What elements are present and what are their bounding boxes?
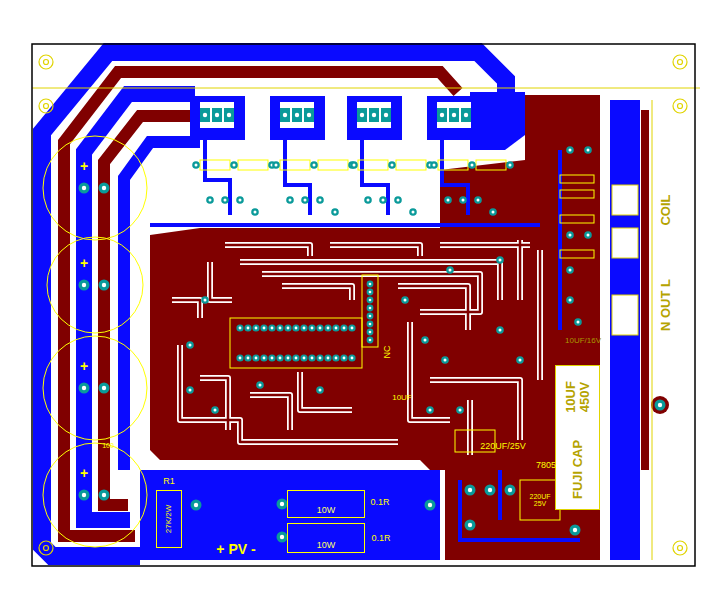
- resistor-outline: 27K/2WR1: [156, 490, 182, 548]
- connector-label: COIL: [659, 194, 673, 225]
- component-label: FUJI CAP: [570, 439, 584, 498]
- component-value: 0.1R: [371, 534, 390, 543]
- component-value: 100: [102, 442, 114, 449]
- component-label: 10W: [317, 541, 336, 550]
- rotated-text-frame: 10UF 450V FUJI CAP: [555, 365, 600, 510]
- pin-note: NC: [383, 346, 392, 359]
- component-label: 27K/2W: [164, 504, 172, 532]
- reference-designator: R1: [163, 476, 175, 486]
- polarity-mark: +: [80, 256, 88, 271]
- rotated-text-frame: 27K/2W: [156, 490, 182, 548]
- part-name: 7805: [536, 461, 556, 470]
- component-value: 10UF/16V: [565, 337, 601, 345]
- component-value: 220UF 25V: [525, 493, 555, 508]
- component-value: 220UF/25V: [480, 442, 526, 451]
- component-label: 10W: [317, 506, 336, 515]
- polarity-mark: +: [80, 159, 88, 174]
- input-label: + PV -: [216, 542, 255, 557]
- polarity-mark: +: [80, 466, 88, 481]
- component-value: 0.1R: [370, 498, 389, 507]
- resistor-outline: 10W: [287, 490, 365, 518]
- resistor-outline: 10W: [287, 523, 365, 553]
- component-value: 10UF: [392, 394, 412, 402]
- connector-label: N OUT L: [659, 279, 673, 331]
- capacitor-outline: 10UF 450V FUJI CAP: [555, 365, 600, 510]
- polarity-mark: +: [80, 359, 88, 374]
- component-label: 10UF 450V: [563, 375, 590, 417]
